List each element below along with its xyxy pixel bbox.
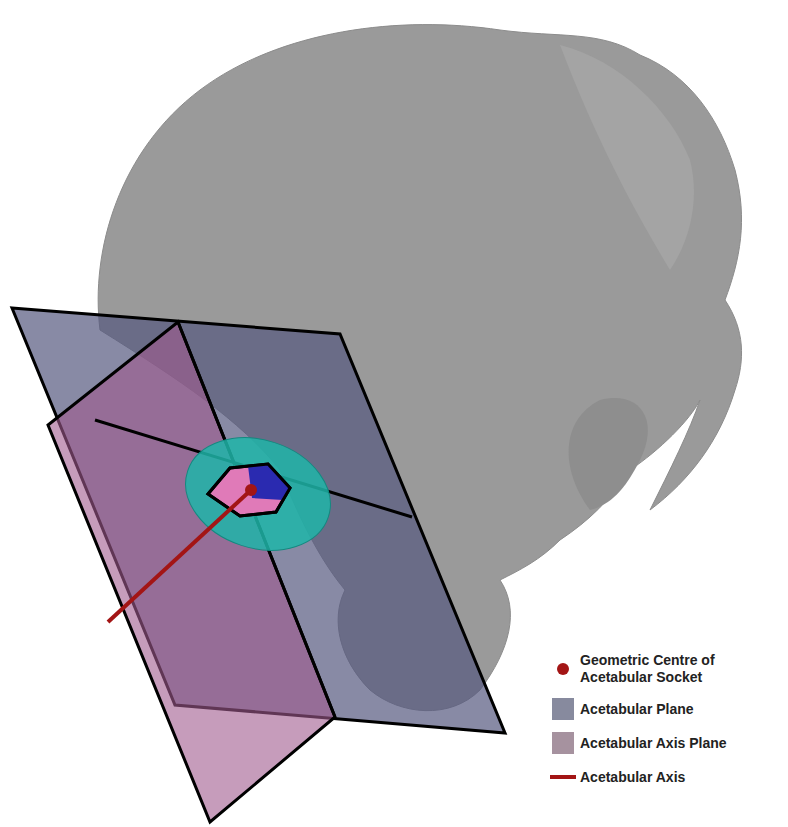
pelvis-ridge [560, 45, 694, 270]
legend-text: Acetabular Axis Plane [580, 735, 776, 752]
legend-row: Geometric Centre of Acetabular Socket [548, 652, 784, 686]
legend-text: Geometric Centre of Acetabular Socket [580, 652, 776, 686]
socket-hexagon-outline [208, 464, 290, 516]
legend-sample [548, 658, 580, 680]
plane-midline [95, 420, 412, 517]
legend-text: Acetabular Plane [580, 701, 776, 718]
legend-row: Acetabular Plane [548, 698, 784, 720]
legend-swatch [552, 732, 574, 754]
socket-ellipse [171, 420, 345, 568]
socket-hexagon [208, 464, 290, 516]
legend-dot [548, 658, 580, 680]
legend-row: Acetabular Axis [548, 766, 784, 788]
legend-sample [548, 766, 580, 788]
centre-dot [245, 484, 257, 496]
axis-plane [48, 322, 335, 822]
legend-text: Acetabular Axis [580, 769, 776, 786]
pelvis-notch [569, 398, 648, 510]
legend-sample [548, 698, 580, 720]
acetabular-axis [108, 490, 251, 622]
legend-line [548, 766, 580, 788]
legend-row: Acetabular Axis Plane [548, 732, 784, 754]
legend-sample [548, 732, 580, 754]
legend: Geometric Centre of Acetabular SocketAce… [548, 652, 784, 800]
legend-swatch [552, 698, 574, 720]
